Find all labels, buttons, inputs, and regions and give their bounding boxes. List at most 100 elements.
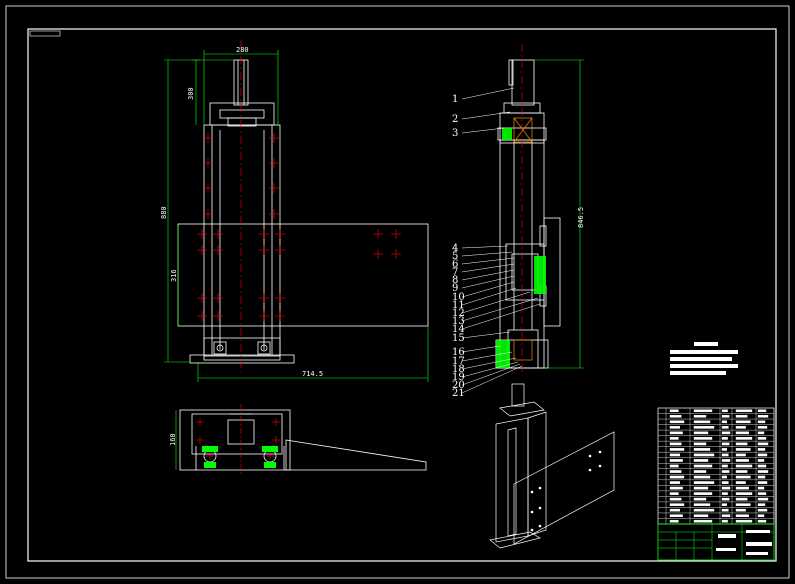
bom-cell-text-block <box>757 459 765 462</box>
bom-cell-text-block <box>757 409 767 413</box>
part-number-labels: 1 2 3 4 5 6 7 8 9 10 11 12 13 14 15 16 1… <box>452 94 465 399</box>
top-view <box>179 409 427 471</box>
bom-cell-text-block <box>735 426 746 429</box>
bom-cell-text-block <box>721 508 729 512</box>
hole-cross <box>197 229 207 239</box>
bom-cell-text-block <box>721 470 730 473</box>
bom-cell-text-block <box>669 497 682 501</box>
bom-cell-text-block <box>693 437 713 440</box>
hole-cross <box>213 311 223 321</box>
hole-cross <box>269 209 279 219</box>
bom-cell-text-block <box>721 503 728 506</box>
hole-cross <box>206 452 214 460</box>
hole-cross <box>269 183 279 193</box>
bom-cell-text-block <box>735 519 753 523</box>
bom-cell-text-block <box>693 475 711 479</box>
dim-total-height: 880 <box>160 206 168 219</box>
bom-cell-text-block <box>693 470 707 473</box>
front-hole-markers <box>197 133 401 321</box>
title-block-text-block <box>746 530 770 533</box>
hole-cross <box>275 229 285 239</box>
bom-cell-text-block <box>735 497 748 501</box>
part-number: 3 <box>452 128 458 139</box>
bom-cell-text-block <box>693 503 711 506</box>
bom-cell-text-block <box>669 414 682 418</box>
bom-cell-text-block <box>721 420 728 424</box>
bom-cell-text-block <box>693 459 709 462</box>
front-motor-shaft <box>233 59 249 106</box>
hole-cross <box>213 245 223 255</box>
bom-cell-text-block <box>735 481 746 484</box>
bom-cell-text-block <box>693 486 709 490</box>
side-motor-shaft <box>511 59 535 106</box>
iso-carriage-plate <box>513 431 615 545</box>
hole-cross <box>203 183 213 193</box>
hole-cross <box>272 418 280 426</box>
front-column-body <box>203 124 281 361</box>
parts-list-table <box>657 407 775 525</box>
hole-cross <box>269 133 279 143</box>
bom-cell-text-block <box>669 486 683 490</box>
front-dimension-lines <box>164 50 429 382</box>
bom-cell-text-block <box>721 426 729 429</box>
technical-notes <box>670 342 738 375</box>
part-number: 19 <box>452 372 465 383</box>
side-dimension-lines <box>534 59 584 369</box>
bom-cell-text-block <box>735 431 750 435</box>
hole-cross <box>259 245 269 255</box>
hole-cross <box>391 229 401 239</box>
bom-cell-text-block <box>669 470 682 473</box>
hole-cross <box>196 436 204 444</box>
bom-cell-text-block <box>757 414 769 418</box>
bom-cell-text-block <box>757 508 768 512</box>
bom-cell-text-block <box>757 519 767 523</box>
bom-cell-text-block <box>757 431 765 435</box>
iso-plate-holes <box>530 450 602 532</box>
side-section-view <box>495 59 561 369</box>
bom-cell-text-block <box>735 442 748 446</box>
bom-cell-text-block <box>757 492 767 495</box>
title-block <box>657 523 775 561</box>
bom-cell-text-block <box>669 420 685 424</box>
hole-cross <box>266 452 274 460</box>
dim-side-height: 846.5 <box>577 207 585 228</box>
part-number: 8 <box>452 275 458 286</box>
hole-cross <box>259 293 269 303</box>
outer-sheet-border <box>5 5 790 579</box>
dim-top-width: 280 <box>236 46 249 54</box>
part-number: 13 <box>452 316 465 327</box>
part-number: 10 <box>452 292 465 303</box>
bom-cell-text-block <box>669 442 682 446</box>
hole-cross <box>373 229 383 239</box>
front-view <box>177 59 429 364</box>
bom-cell-text-block <box>693 481 715 484</box>
part-number: 14 <box>452 324 465 335</box>
bom-cell-text-block <box>735 492 753 495</box>
bom-cell-text-block <box>757 497 769 501</box>
bom-cell-text-block <box>693 514 709 518</box>
title-block-text-block <box>746 542 772 546</box>
bom-cell-text-block <box>669 464 679 468</box>
bom-cell-text-block <box>757 426 768 429</box>
bom-cell-text-block <box>735 453 746 457</box>
bom-cell-text-block <box>693 420 711 424</box>
part-number: 15 <box>452 333 465 344</box>
part-number: 2 <box>452 114 458 125</box>
dim-upper-height: 300 <box>187 87 195 100</box>
bom-cell-text-block <box>693 497 707 501</box>
bom-cell-text-block <box>721 481 729 484</box>
part-number: 9 <box>452 283 458 294</box>
bom-cell-text-block <box>757 514 765 518</box>
hole-cross <box>196 418 204 426</box>
bom-cell-text-block <box>757 464 767 468</box>
bom-cell-text-block <box>693 431 709 435</box>
bom-cell-text-block <box>669 453 681 457</box>
bom-cell-text-block <box>757 486 765 490</box>
bom-cell-text-block <box>721 519 728 523</box>
bom-cell-text-block <box>735 437 753 440</box>
bom-cell-text-block <box>693 464 713 468</box>
part-number: 6 <box>452 259 458 270</box>
iso-base <box>489 531 541 549</box>
bom-cell-text-block <box>735 409 753 413</box>
